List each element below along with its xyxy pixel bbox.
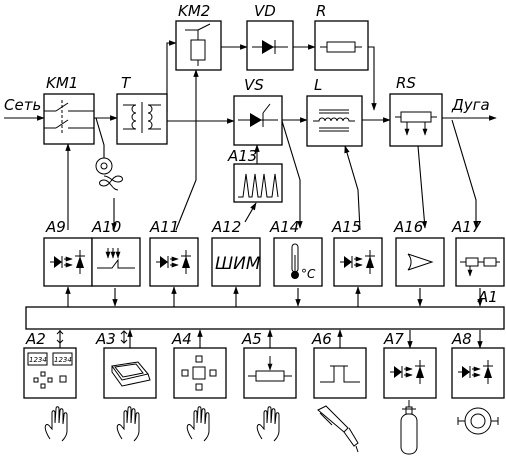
a10-label: A10 — [91, 218, 121, 236]
vd-diode — [246, 20, 294, 71]
km2-label: KM2 — [178, 2, 210, 20]
t-transformer — [116, 93, 168, 145]
gas-cylinder-icon — [400, 400, 418, 455]
t-label: T — [121, 74, 132, 92]
rs-label: RS — [396, 74, 416, 92]
a17-arc-voltage-sensor-block — [455, 237, 505, 287]
hand-icon — [44, 406, 68, 442]
a11-optocoupler-block — [149, 237, 199, 287]
hand-icon — [256, 406, 280, 442]
a8-label: A8 — [451, 330, 472, 348]
a6-label: A6 — [311, 330, 332, 348]
a16-label: A16 — [393, 218, 423, 236]
a15-optocoupler-block — [333, 237, 383, 287]
a9-optocoupler-block — [43, 237, 93, 287]
a2-bidirectional-arrow-icon — [56, 330, 64, 344]
a1-label: A1 — [477, 288, 498, 306]
a13-label: A13 — [227, 147, 257, 165]
a14-label: A14 — [269, 218, 299, 236]
vd-label: VD — [254, 2, 276, 20]
rs-current-shunt — [389, 93, 443, 147]
r-label: R — [316, 2, 326, 20]
a7-gas-valve-block — [383, 347, 437, 399]
r-resistor — [314, 20, 369, 71]
a2-display-panel-block: 1234 1234 — [23, 347, 77, 399]
a1-controller-bus — [25, 306, 505, 330]
a5-label: A5 — [241, 330, 262, 348]
mains-input-label: Сеть — [4, 96, 41, 114]
a4-label: A4 — [171, 330, 192, 348]
a13-pulse-block — [233, 163, 283, 203]
a11-label: A11 — [149, 218, 179, 236]
arc-output-label: Дуга — [451, 96, 490, 114]
a12-label: A12 — [211, 218, 241, 236]
a2-display-1-text: 1234 — [29, 356, 47, 364]
vs-thyristor — [233, 95, 283, 146]
a8-wire-feed-block — [451, 347, 505, 399]
a14-celsius-text: °C — [301, 267, 316, 281]
a5-potentiometer-block — [243, 347, 297, 399]
l-label: L — [314, 76, 322, 94]
a14-temperature-block: °C — [273, 237, 323, 287]
a2-label: A2 — [25, 330, 46, 348]
a3-bidirectional-arrow-icon — [120, 330, 128, 344]
km2-contactor — [175, 20, 222, 71]
km1-label: KM1 — [46, 74, 78, 92]
a16-signal-processing-block — [395, 237, 445, 287]
a15-label: A15 — [331, 218, 361, 236]
hand-icon — [186, 406, 210, 442]
vs-label: VS — [244, 76, 264, 94]
a6-torch-button-block — [313, 347, 367, 399]
l-choke — [306, 95, 363, 147]
hand-icon — [116, 406, 140, 442]
a2-display-2-text: 1234 — [54, 356, 72, 364]
a17-label: A17 — [451, 218, 482, 236]
a3-label: A3 — [95, 330, 116, 348]
fan-motor-icon — [95, 157, 123, 191]
connection-lines — [4, 40, 497, 349]
a12-pwm-text: ШИМ — [215, 254, 261, 274]
a3-computer-interface-block — [103, 347, 157, 399]
a9-label: A9 — [45, 218, 66, 236]
wire-feed-motor-icon — [457, 407, 499, 435]
a12-pwm-block: ШИМ — [211, 237, 261, 287]
welding-torch-icon — [317, 405, 359, 453]
a10-fan-control-block — [91, 237, 141, 287]
a7-label: A7 — [383, 330, 404, 348]
km1-contactor — [43, 93, 95, 145]
a4-keypad-block — [173, 347, 227, 399]
